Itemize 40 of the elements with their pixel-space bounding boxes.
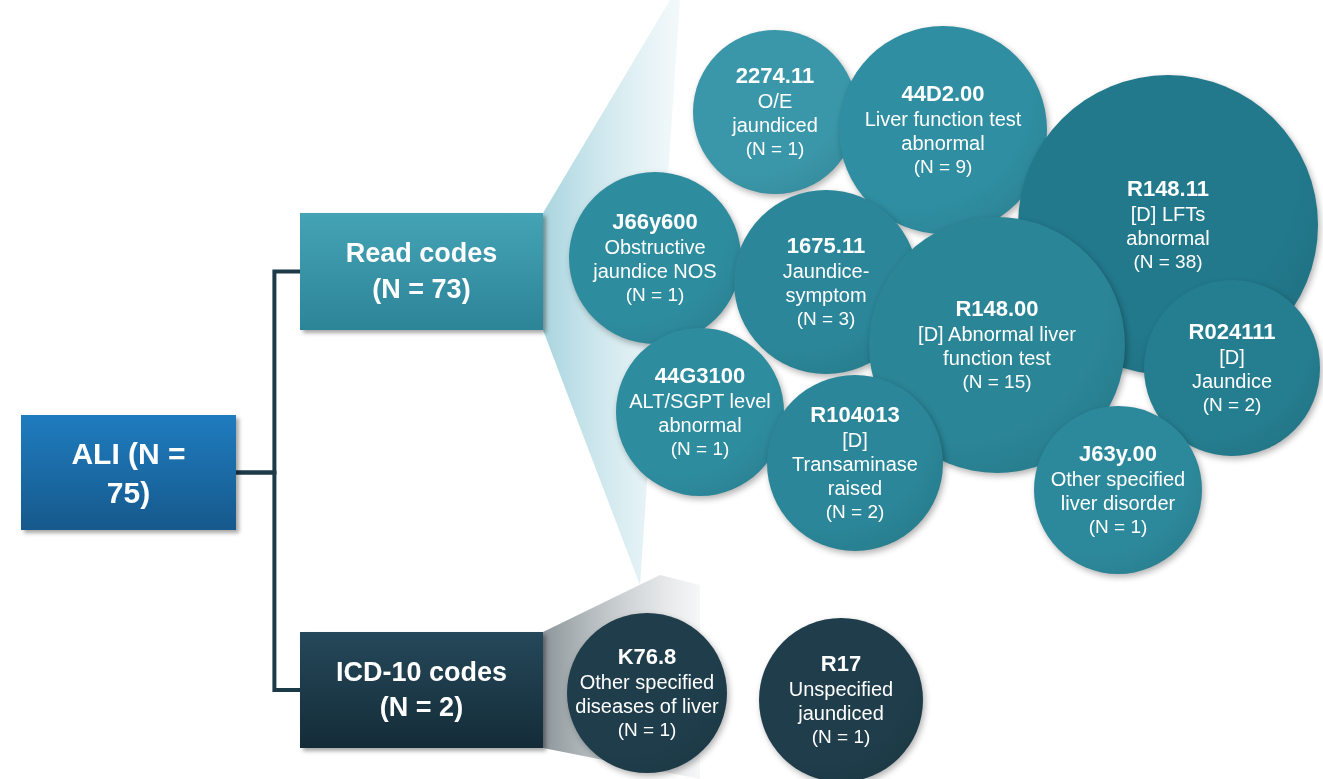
count-label: (N = 3)	[796, 307, 856, 331]
code-label: R17	[820, 651, 862, 677]
count-label: (N = 2)	[825, 500, 885, 524]
description: Liver function test abnormal	[863, 107, 1023, 155]
description: O/E jaundiced	[730, 89, 819, 137]
code-label: 44D2.00	[901, 81, 985, 107]
code-label: 2274.11	[735, 63, 815, 89]
count-label: (N = 1)	[670, 437, 730, 461]
code-label: K76.8	[617, 644, 677, 670]
category-box: ICD-10 codes (N = 2)	[300, 632, 543, 748]
code-label: R024111	[1188, 319, 1276, 345]
code-label: R148.00	[955, 296, 1039, 322]
count-label: (N = 1)	[811, 725, 871, 749]
code-label: J63y.00	[1079, 441, 1157, 467]
description: [D] Abnormal liver function test	[917, 322, 1077, 370]
code-label: R148.11	[1127, 176, 1209, 202]
count-label: (N = 1)	[625, 283, 685, 307]
description: [D] Transaminase raised	[791, 428, 919, 500]
count-label: (N = 2)	[1202, 393, 1262, 417]
count-label: (N = 1)	[745, 137, 805, 161]
code-label: 1675.11	[786, 233, 866, 259]
count-label: (N = 15)	[962, 370, 1032, 394]
count-label: (N = 9)	[913, 155, 973, 179]
code-label: J66y600	[612, 209, 698, 235]
description: Other specified liver disorder	[1049, 467, 1187, 515]
code-label: R104013	[810, 402, 900, 428]
count-label: (N = 1)	[1088, 515, 1148, 539]
description: [D] Jaundice	[1190, 345, 1274, 393]
description: Obstructive jaundice NOS	[591, 235, 718, 283]
description: Unspecified jaundiced	[787, 677, 895, 725]
connector-line	[236, 470, 300, 692]
description: Jaundice-symptom	[781, 259, 871, 307]
category-box: ALI (N = 75)	[21, 415, 236, 530]
description: [D] LFTs abnormal	[1125, 202, 1211, 250]
category-box: Read codes (N = 73)	[300, 213, 543, 330]
description: ALT/SGPT level abnormal	[628, 389, 772, 437]
count-label: (N = 1)	[617, 718, 677, 742]
count-label: (N = 38)	[1133, 250, 1203, 274]
code-label: 44G3100	[654, 363, 746, 389]
description: Other specified diseases of liver	[574, 670, 720, 718]
